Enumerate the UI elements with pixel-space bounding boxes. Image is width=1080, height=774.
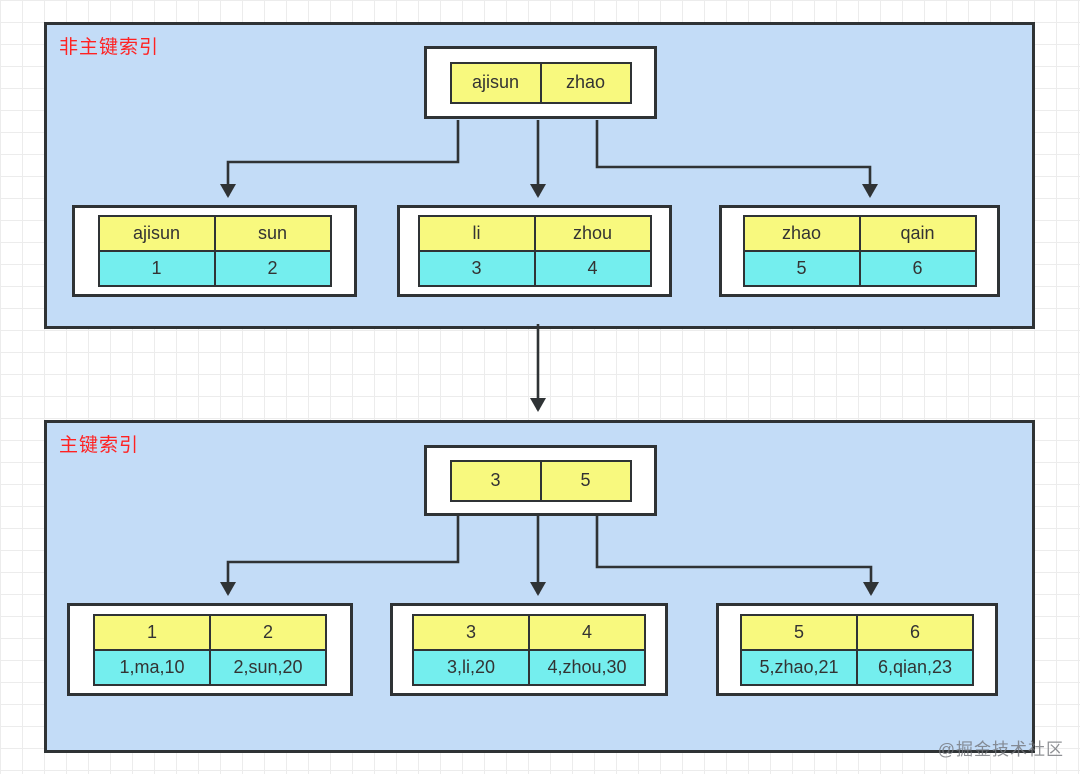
- data-cell: 1: [99, 252, 214, 285]
- data-cell: 5: [744, 252, 859, 285]
- leaf-node: ajisun sun 1 2: [72, 205, 357, 297]
- key-cell: 5: [541, 461, 630, 500]
- leaf-cells: 1 2 1,ma,10 2,sun,20: [93, 613, 327, 686]
- root-cells: ajisun zhao: [449, 61, 632, 104]
- leaf-cells: zhao qain 5 6: [742, 215, 977, 287]
- key-cell: 4: [530, 615, 644, 649]
- leaf-cells: li zhou 3 4: [417, 215, 652, 287]
- watermark: @掘金技术社区: [937, 740, 1064, 759]
- data-cell: 2,sun,20: [211, 650, 325, 684]
- key-cell: 3: [414, 615, 528, 649]
- data-cell: 6: [860, 252, 975, 285]
- section-label-primary: 主键索引: [59, 435, 140, 456]
- key-cell: zhao: [744, 217, 859, 250]
- key-cell: 1: [95, 615, 209, 649]
- data-cell: 4,zhou,30: [530, 650, 644, 684]
- key-cell: li: [419, 217, 534, 250]
- leaf-cells: 5 6 5,zhao,21 6,qian,23: [740, 613, 974, 686]
- key-cell: qain: [860, 217, 975, 250]
- data-cell: 5,zhao,21: [742, 650, 856, 684]
- data-cell: 1,ma,10: [95, 650, 209, 684]
- data-cell: 4: [535, 252, 650, 285]
- data-cell: 6,qian,23: [858, 650, 972, 684]
- root-node-primary: 3 5: [424, 445, 657, 516]
- key-cell: zhao: [541, 63, 630, 102]
- data-cell: 3: [419, 252, 534, 285]
- key-cell: zhou: [535, 217, 650, 250]
- key-cell: ajisun: [451, 63, 540, 102]
- root-node-secondary: ajisun zhao: [424, 46, 657, 119]
- data-cell: 3,li,20: [414, 650, 528, 684]
- leaf-node: 1 2 1,ma,10 2,sun,20: [67, 603, 353, 696]
- leaf-node: li zhou 3 4: [397, 205, 672, 297]
- leaf-node: zhao qain 5 6: [719, 205, 1000, 297]
- section-label-secondary: 非主键索引: [59, 37, 160, 58]
- leaf-node: 3 4 3,li,20 4,zhou,30: [390, 603, 668, 696]
- leaf-node: 5 6 5,zhao,21 6,qian,23: [716, 603, 998, 696]
- key-cell: 5: [742, 615, 856, 649]
- leaf-cells: 3 4 3,li,20 4,zhou,30: [412, 613, 646, 686]
- key-cell: 6: [858, 615, 972, 649]
- root-cells: 3 5: [449, 459, 632, 502]
- data-cell: 2: [215, 252, 330, 285]
- key-cell: sun: [215, 217, 330, 250]
- key-cell: 3: [451, 461, 540, 500]
- key-cell: 2: [211, 615, 325, 649]
- key-cell: ajisun: [99, 217, 214, 250]
- leaf-cells: ajisun sun 1 2: [97, 215, 332, 287]
